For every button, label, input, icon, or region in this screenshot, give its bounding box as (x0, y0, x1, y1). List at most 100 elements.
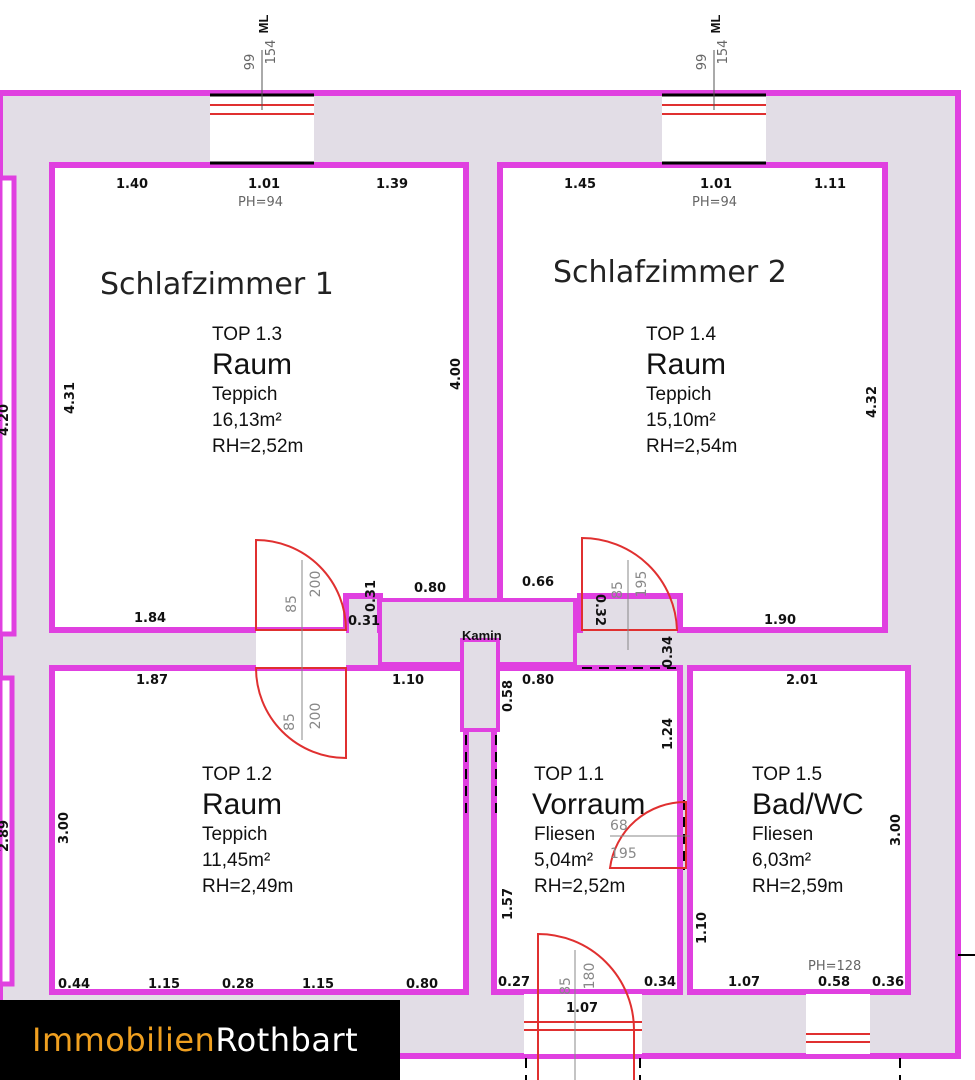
room-1-1-top: TOP 1.1 (534, 764, 604, 785)
door-1-height: 200 (308, 571, 324, 598)
dim-r12-bottom-d: 1.15 (302, 977, 334, 992)
door-4-height: 195 (610, 846, 637, 862)
room-1-4-area: 15,10m² (646, 410, 716, 431)
window-2 (662, 50, 766, 165)
door-3-height: 195 (634, 571, 650, 598)
room-1-4-type: Raum (646, 348, 726, 381)
dim-r11-bottom-b: 1.07 (566, 1001, 598, 1016)
door-2-width: 85 (282, 713, 298, 731)
room-1-2-top: TOP 1.2 (202, 764, 272, 785)
dim-r15-top: 2.01 (786, 673, 818, 688)
dim-r15-bottom-a: 1.07 (728, 975, 760, 990)
dim-r14-bottom-b: 0.32 (592, 594, 607, 626)
dim-r14-top-left: 1.45 (564, 177, 596, 192)
dim-r15-bottom-c: 0.36 (872, 975, 904, 990)
room-1-3-floor: Teppich (212, 384, 278, 405)
dim-r12-left: 3.00 (57, 812, 72, 844)
room-1-3-top: TOP 1.3 (212, 324, 282, 345)
dim-r13-top-mid: 1.01 (248, 177, 280, 192)
dim-r13-bottom-b: 0.31 (364, 580, 379, 612)
door-5-height: 180 (582, 963, 598, 990)
dim-r12-bottom-c: 0.28 (222, 977, 254, 992)
left-partial-room-1 (0, 175, 17, 637)
dim-r14-right: 4.32 (865, 386, 880, 418)
dim-r13-ph: PH=94 (238, 195, 283, 210)
wall-stub (460, 638, 500, 732)
window-2-label-154: 154 (716, 40, 731, 65)
dim-r13-bottom-c: 0.31 (348, 614, 380, 629)
room-1-4-rh: RH=2,54m (646, 436, 737, 457)
room-1-2-rh: RH=2,49m (202, 876, 293, 897)
dim-r13-bottom-d: 0.80 (414, 581, 446, 596)
dim-r13-right: 4.00 (449, 358, 464, 390)
room-1-2-type: Raum (202, 788, 282, 821)
room-1-5-top: TOP 1.5 (752, 764, 822, 785)
dim-r14-bottom-a: 0.66 (522, 575, 554, 590)
left-partial-room-2 (0, 675, 15, 987)
room-1-1-rh: RH=2,52m (534, 876, 625, 897)
door-5 (537, 932, 635, 1080)
room-1-4-floor: Teppich (646, 384, 712, 405)
outer-walls (0, 90, 961, 1059)
room-1-5-floor: Fliesen (752, 824, 813, 845)
room-1-3-area: 16,13m² (212, 410, 282, 431)
door-1-width: 85 (284, 595, 300, 613)
room-name-schlafzimmer-2: Schlafzimmer 2 (553, 255, 787, 290)
room-name-schlafzimmer-1: Schlafzimmer 1 (100, 267, 334, 302)
dim-r13-left: 4.31 (63, 382, 78, 414)
room-1-3-type: Raum (212, 348, 292, 381)
dim-r14-top-mid: 1.01 (700, 177, 732, 192)
logo-part-1: Immobilien (32, 1021, 216, 1059)
room-1-5-area: 6,03m² (752, 850, 811, 871)
dim-r14-bottom-c: 1.90 (764, 613, 796, 628)
dim-r12-bottom-a: 0.44 (58, 977, 90, 992)
dim-r15-ph: PH=128 (808, 959, 861, 974)
room-1-5-type: Bad/WC (752, 788, 864, 821)
dim-r13-top-left: 1.40 (116, 177, 148, 192)
window-2-label-99: 99 (695, 54, 710, 71)
dim-left-edge-bottom: 2.89 (0, 820, 12, 852)
dim-r13-bottom: 1.84 (134, 611, 166, 626)
logo-part-2: Rothbart (215, 1021, 359, 1059)
room-1-1-area: 5,04m² (534, 850, 593, 871)
dim-r12-top-left: 1.87 (136, 673, 168, 688)
dim-r12-bottom-e: 0.80 (406, 977, 438, 992)
door-4 (608, 800, 690, 869)
dashed-openings (465, 667, 901, 1080)
dim-r11-left-bottom: 1.57 (501, 888, 516, 920)
room-1-4-top: TOP 1.4 (646, 324, 716, 345)
door-3 (581, 536, 679, 650)
dim-r11-right-top: 1.24 (661, 718, 676, 750)
dim-left-edge-top: 4.20 (0, 404, 12, 436)
room-1-2-area: 11,45m² (202, 850, 270, 871)
window-4 (524, 994, 642, 1054)
dim-r15-bottom-b: 0.58 (818, 975, 850, 990)
kamin-label: Kamin (462, 628, 502, 643)
dim-r12-top-right: 1.10 (392, 673, 424, 688)
door-1 (254, 538, 348, 760)
room-1-3-rh: RH=2,52m (212, 436, 303, 457)
window-1-label-154: 154 (264, 40, 279, 65)
dim-r11-bottom-a: 0.27 (498, 975, 530, 990)
window-1-label-ml: ML (256, 15, 271, 34)
dim-r11-bottom-c: 0.34 (644, 975, 676, 990)
door-4-width: 68 (610, 818, 628, 834)
window-1-label-99: 99 (243, 54, 258, 71)
window-2-label-ml: ML (708, 15, 723, 34)
window-3 (806, 994, 870, 1054)
dim-r11-top: 0.80 (522, 673, 554, 688)
dim-r12-bottom-b: 1.15 (148, 977, 180, 992)
room-1-1-floor: Fliesen (534, 824, 595, 845)
door-3-width: 85 (610, 581, 626, 599)
dim-r14-top-right: 1.11 (814, 177, 846, 192)
dim-r14-ph: PH=94 (692, 195, 737, 210)
door-5-width: 85 (558, 977, 574, 995)
dim-r14-bottom-d: 0.34 (661, 636, 676, 668)
room-1-2-floor: Teppich (202, 824, 268, 845)
dim-r11-left-top: 0.58 (501, 680, 516, 712)
room-1-5-rh: RH=2,59m (752, 876, 843, 897)
door-2-height: 200 (308, 703, 324, 730)
dim-r15-right: 3.00 (889, 814, 904, 846)
